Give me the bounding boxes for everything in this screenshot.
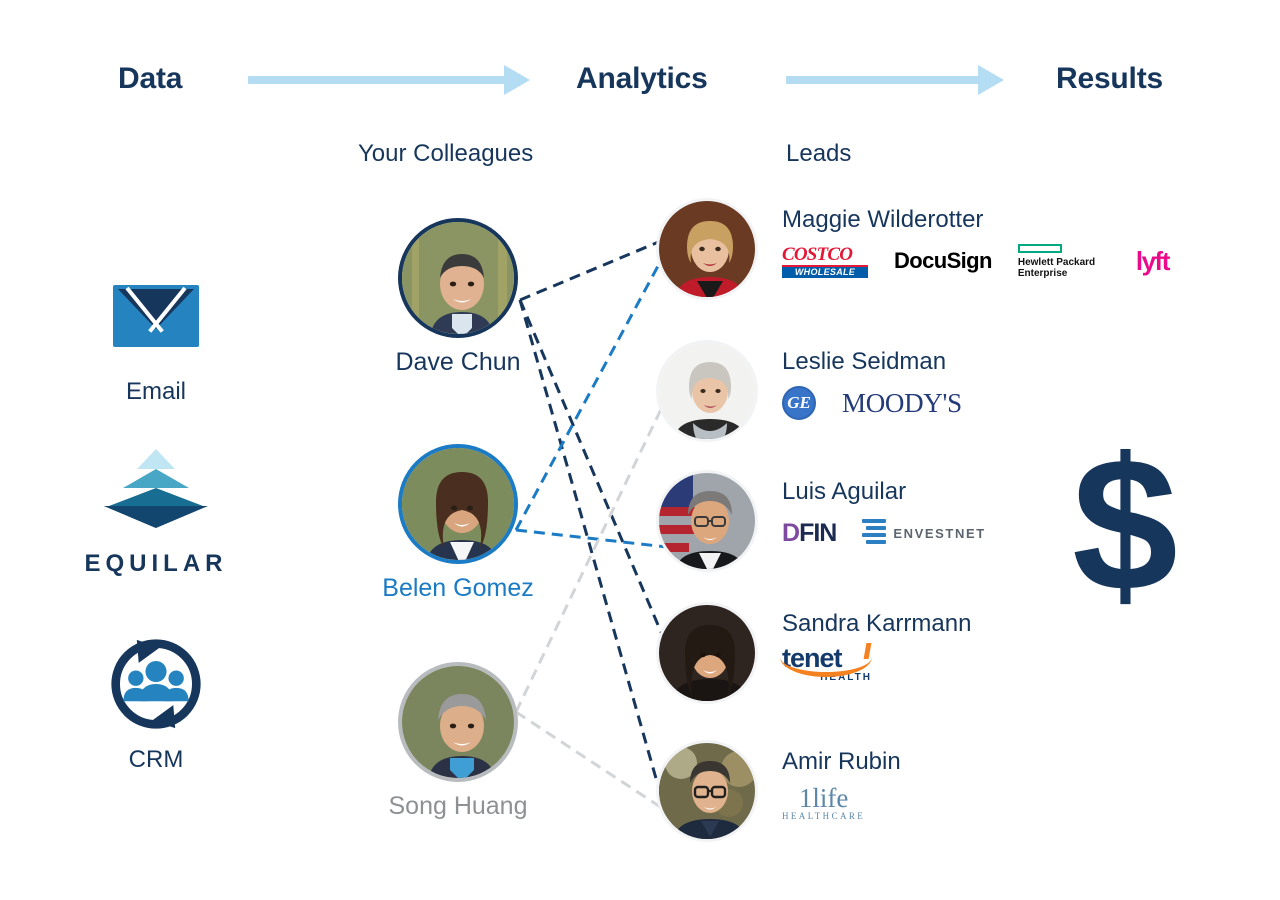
- data-source-label: Email: [125, 378, 186, 405]
- envestnet-logo: ENVESTNET: [862, 514, 985, 552]
- column-title-colleagues: Your Colleagues: [358, 140, 534, 167]
- colleague-belen-gomez[interactable]: Belen Gomez: [348, 444, 568, 603]
- lead-name: Luis Aguilar: [782, 478, 907, 505]
- colleague-song-huang[interactable]: Song Huang: [348, 662, 568, 821]
- lead-name: Sandra Karrmann: [782, 610, 972, 637]
- link-belen-maggie: [514, 239, 674, 531]
- hewlett-packard-enterprise-logo: Hewlett Packard Enterprise: [1017, 242, 1110, 280]
- link-belen-luis: [515, 528, 677, 550]
- data-source-crm: CRM: [46, 636, 266, 774]
- data-source-label: EQUILAR: [84, 550, 228, 577]
- colleague-name: Song Huang: [388, 792, 528, 820]
- colleague-name: Belen Gomez: [382, 574, 534, 602]
- moodys-logo: MOODY'S: [842, 387, 962, 418]
- column-title-leads: Leads: [786, 140, 852, 167]
- avatar: [398, 218, 518, 338]
- lead-amir-rubin[interactable]: Amir Rubin 1life HEALTHCARE: [656, 740, 901, 842]
- link-dave-maggie: [519, 236, 669, 302]
- data-source-equilar: EQUILAR: [46, 440, 266, 578]
- link-dave-amir: [518, 299, 667, 811]
- lead-company-logos: tenet HEALTH: [780, 643, 971, 690]
- envelope-icon: [46, 268, 266, 364]
- avatar: [398, 444, 518, 564]
- lead-leslie-seidman[interactable]: Leslie Seidman GE MOODY'S: [656, 340, 988, 442]
- avatar: [656, 198, 758, 300]
- data-source-label: CRM: [128, 746, 184, 773]
- docusign-logo: DocuSign: [894, 248, 992, 273]
- crm-people-cycle-icon: [46, 636, 266, 732]
- lead-name: Maggie Wilderotter: [782, 206, 984, 233]
- avatar: [656, 340, 758, 442]
- lead-name: Amir Rubin: [782, 748, 901, 775]
- lead-company-logos: 1life HEALTHCARE: [782, 784, 901, 828]
- tenet-health-logo: tenet HEALTH: [780, 643, 872, 683]
- link-song-leslie: [514, 377, 678, 713]
- dfin-logo: DFIN: [782, 518, 837, 547]
- lead-sandra-karrmann[interactable]: Sandra Karrmann tenet HEALTH: [656, 602, 971, 704]
- avatar: [656, 470, 758, 572]
- stage-label-results: Results: [1056, 62, 1163, 95]
- lead-luis-aguilar[interactable]: Luis Aguilar DFIN ENVESTNET: [656, 470, 1012, 572]
- link-dave-sandra: [518, 299, 680, 673]
- avatar: [656, 740, 758, 842]
- 1life-healthcare-logo: 1life HEALTHCARE: [782, 783, 866, 822]
- avatar: [656, 602, 758, 704]
- lead-name: Leslie Seidman: [782, 348, 947, 375]
- lead-company-logos: DFIN ENVESTNET: [782, 514, 1012, 558]
- colleague-name: Dave Chun: [395, 348, 521, 376]
- colleague-dave-chun[interactable]: Dave Chun: [348, 218, 568, 377]
- lyft-logo: lyft: [1135, 245, 1171, 276]
- arrow-analytics-to-results: [786, 65, 1004, 95]
- lead-company-logos: COSTCO WHOLESALE DocuSign Hewlett Packar…: [782, 242, 1195, 286]
- equilar-pyramid-logo: [46, 440, 266, 536]
- stage-label-data: Data: [118, 62, 183, 95]
- dollar-sign-icon: $: [1072, 419, 1178, 631]
- arrow-data-to-analytics: [248, 65, 530, 95]
- data-source-email: Email: [46, 268, 266, 406]
- stage-label-analytics: Analytics: [576, 62, 708, 95]
- lead-maggie-wilderotter[interactable]: Maggie Wilderotter COSTCO WHOLESALE Docu…: [656, 198, 1195, 300]
- costco-logo: COSTCO WHOLESALE: [782, 242, 868, 280]
- link-song-amir: [515, 710, 669, 814]
- ge-logo: GE: [782, 384, 816, 422]
- avatar: [398, 662, 518, 782]
- lead-company-logos: GE MOODY'S: [782, 384, 988, 428]
